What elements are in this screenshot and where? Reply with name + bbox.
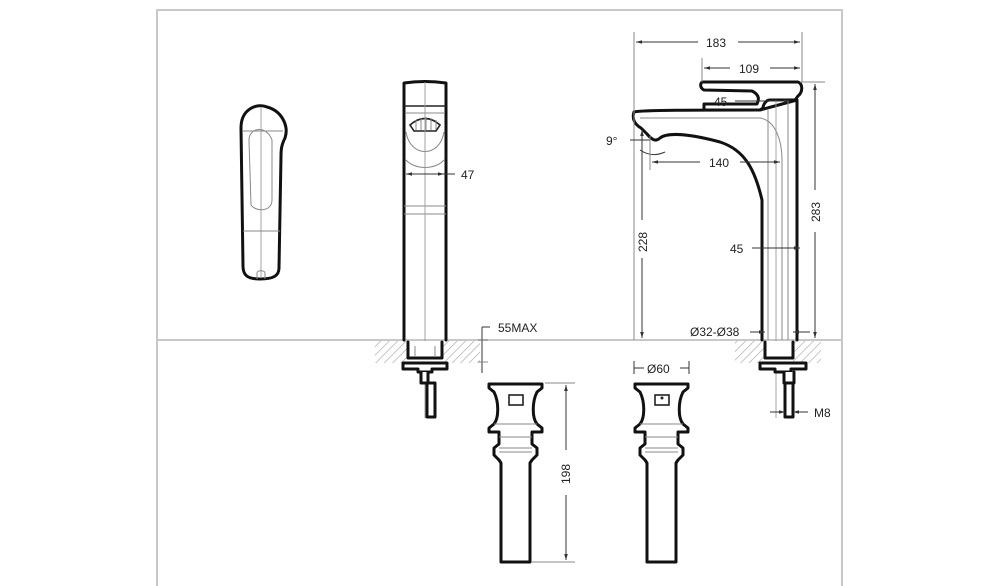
spout-reach-label: 140 (709, 156, 729, 170)
overall-reach-label: 183 (706, 36, 726, 50)
drain-left: 198 (487, 382, 575, 564)
hole-diameter-label: Ø32-Ø38 (690, 325, 740, 339)
drain-length-label: 198 (559, 464, 573, 484)
counter-thickness-label: 55MAX (498, 321, 537, 335)
side-view-faucet: M8 183 109 45 9° 140 228 283 45 (606, 32, 831, 420)
lever-height-label: 45 (714, 95, 728, 109)
thread-label: M8 (814, 406, 831, 420)
drain-diameter-label: Ø60 (647, 362, 670, 376)
lever-reach-label: 109 (739, 62, 759, 76)
spout-height-label: 228 (636, 232, 650, 252)
overall-height-label: 283 (809, 202, 823, 222)
top-view-lever (239, 104, 288, 281)
spout-angle-label: 9° (606, 134, 618, 148)
body-width-label: 45 (730, 242, 744, 256)
front-width-label: 47 (461, 168, 475, 182)
drain-right: Ø60 (633, 361, 690, 564)
front-view-faucet: 47 (375, 80, 480, 419)
counter-thickness-dim: 55MAX (478, 321, 537, 373)
drawing-frame (156, 9, 843, 586)
